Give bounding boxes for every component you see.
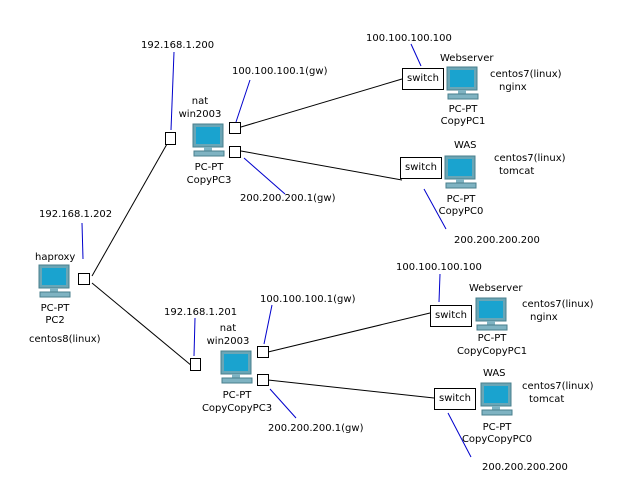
- pc-icon[interactable]: [444, 66, 480, 104]
- was-top-type: PC-PT: [446, 194, 476, 205]
- label-ip-web-top: 100.100.100.100: [366, 33, 452, 44]
- pc-icon[interactable]: [218, 350, 254, 388]
- anno-line-ip201: [193, 317, 196, 357]
- web-bot-os: centos7(linux): [522, 299, 594, 310]
- nat-bot-role: nat: [219, 323, 237, 334]
- was-top-title: WAS: [454, 140, 477, 151]
- label-gw-top-b: 200.200.200.1(gw): [240, 193, 336, 204]
- nat-top-role: nat: [191, 96, 209, 107]
- port-icon[interactable]: [257, 346, 269, 358]
- pc-icon[interactable]: [473, 297, 509, 335]
- port-icon[interactable]: [229, 146, 241, 158]
- web-bot-title: Webserver: [469, 283, 523, 294]
- anno-line-gwtopb: [243, 157, 286, 195]
- nat-bot-os: win2003: [206, 336, 250, 347]
- anno-line-gwbotb: [269, 388, 297, 419]
- cable-natbot-sw3[interactable]: [267, 312, 431, 353]
- anno-line-ip202: [81, 222, 84, 260]
- anno-line-webtop: [410, 43, 422, 67]
- web-bot-type: PC-PT: [477, 333, 507, 344]
- label-gw-top-a: 100.100.100.1(gw): [232, 66, 328, 77]
- was-bot-svc: tomcat: [529, 394, 565, 405]
- was-bot-title: WAS: [483, 368, 506, 379]
- label-ip-202: 192.168.1.202: [39, 209, 113, 220]
- port-icon[interactable]: [78, 273, 90, 285]
- port-icon[interactable]: [190, 358, 201, 371]
- port-icon[interactable]: [257, 374, 269, 386]
- anno-line-wastop: [423, 188, 447, 230]
- label-ip-was-top: 200.200.200.200: [454, 235, 540, 246]
- web-top-type: PC-PT: [448, 104, 478, 115]
- pc-icon[interactable]: [442, 155, 478, 193]
- web-bot-id: CopyCopyPC1: [456, 346, 528, 357]
- web-top-id: CopyPC1: [440, 116, 486, 127]
- pc-icon[interactable]: [36, 264, 72, 302]
- anno-line-gwtopa: [235, 79, 251, 123]
- label-ip-201: 192.168.1.201: [164, 307, 238, 318]
- nat-top-os: win2003: [178, 109, 222, 120]
- switch-icon[interactable]: switch: [402, 68, 444, 90]
- haproxy-name: haproxy: [35, 252, 76, 263]
- nat-top-id: CopyPC3: [186, 175, 232, 186]
- was-bot-id: CopyCopyPC0: [461, 434, 533, 445]
- web-top-os: centos7(linux): [490, 69, 562, 80]
- haproxy-id: PC2: [45, 315, 65, 326]
- web-top-title: Webserver: [440, 53, 494, 64]
- was-top-os: centos7(linux): [494, 153, 566, 164]
- pc-icon[interactable]: [190, 123, 226, 161]
- anno-line-webbot: [438, 273, 441, 303]
- port-icon[interactable]: [165, 132, 176, 145]
- anno-line-wasbot: [447, 412, 472, 458]
- cable-haproxy-natbot[interactable]: [91, 282, 193, 367]
- anno-line-ip200: [170, 51, 175, 131]
- switch-icon[interactable]: switch: [434, 388, 476, 410]
- cable-nattop-sw1[interactable]: [240, 78, 403, 128]
- cable-natbot-sw4[interactable]: [267, 379, 435, 399]
- nat-bot-id: CopyCopyPC3: [201, 403, 273, 414]
- label-ip-200: 192.168.1.200: [141, 40, 215, 51]
- nat-top-type: PC-PT: [194, 162, 224, 173]
- port-icon[interactable]: [229, 122, 241, 134]
- web-top-svc: nginx: [499, 82, 527, 93]
- switch-icon[interactable]: switch: [430, 305, 472, 327]
- pc-icon[interactable]: [478, 382, 514, 420]
- switch-icon[interactable]: switch: [400, 157, 442, 179]
- cable-haproxy-nattop[interactable]: [91, 143, 168, 277]
- cable-nattop-sw2[interactable]: [240, 150, 403, 181]
- label-ip-was-bot: 200.200.200.200: [482, 462, 568, 473]
- was-top-id: CopyPC0: [438, 206, 484, 217]
- haproxy-type: PC-PT: [40, 303, 70, 314]
- was-top-svc: tomcat: [499, 166, 535, 177]
- haproxy-os: centos8(linux): [29, 334, 101, 345]
- nat-bot-type: PC-PT: [222, 390, 252, 401]
- label-gw-bot-b: 200.200.200.1(gw): [268, 423, 364, 434]
- label-gw-bot-a: 100.100.100.1(gw): [260, 294, 356, 305]
- web-bot-svc: nginx: [530, 312, 558, 323]
- anno-line-gwbota: [263, 304, 273, 345]
- was-bot-type: PC-PT: [482, 422, 512, 433]
- label-ip-web-bot: 100.100.100.100: [396, 262, 482, 273]
- was-bot-os: centos7(linux): [522, 381, 594, 392]
